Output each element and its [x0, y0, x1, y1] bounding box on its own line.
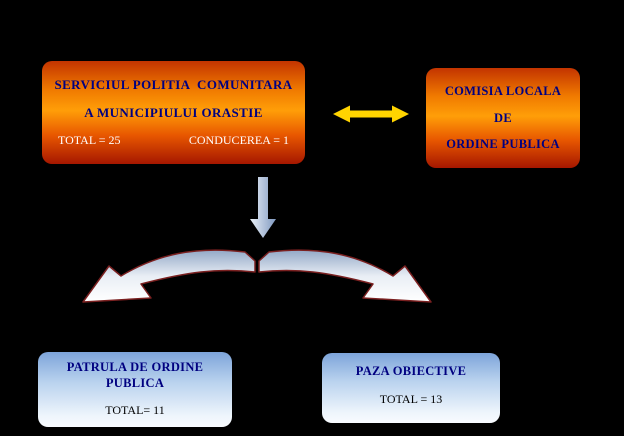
serviciul-politia-box: SERVICIUL POLITIA COMUNITARA A MUNICIPIU… [42, 61, 305, 164]
split-double-arrow-icon [82, 249, 432, 303]
comisia-locala-box: COMISIA LOCALA DE ORDINE PUBLICA [426, 68, 580, 168]
serviciul-totals-row: TOTAL = 25 CONDUCEREA = 1 [42, 133, 305, 148]
serviciul-title-line1: SERVICIUL POLITIA COMUNITARA [54, 77, 293, 92]
paza-total-label: TOTAL = 13 [379, 392, 443, 406]
serviciul-total-label: TOTAL = 25 [58, 133, 121, 147]
paza-title: PAZA OBIECTIVE [355, 364, 467, 378]
down-arrow-icon [250, 177, 276, 238]
paza-box: PAZA OBIECTIVE TOTAL = 13 [322, 353, 500, 423]
patrula-total-label: TOTAL= 11 [105, 403, 165, 417]
patrula-title: PATRULA DE ORDINE PUBLICA [66, 360, 204, 390]
horizontal-double-arrow-icon [333, 105, 409, 123]
serviciul-conducerea-label: CONDUCEREA = 1 [188, 133, 289, 147]
comisia-line1: COMISIA LOCALA [444, 83, 562, 98]
comisia-line3: ORDINE PUBLICA [446, 137, 560, 152]
patrula-box: PATRULA DE ORDINE PUBLICA TOTAL= 11 [38, 352, 232, 427]
serviciul-title-line2: A MUNICIPIULUI ORASTIE [84, 105, 263, 120]
comisia-line2: DE [494, 110, 512, 125]
